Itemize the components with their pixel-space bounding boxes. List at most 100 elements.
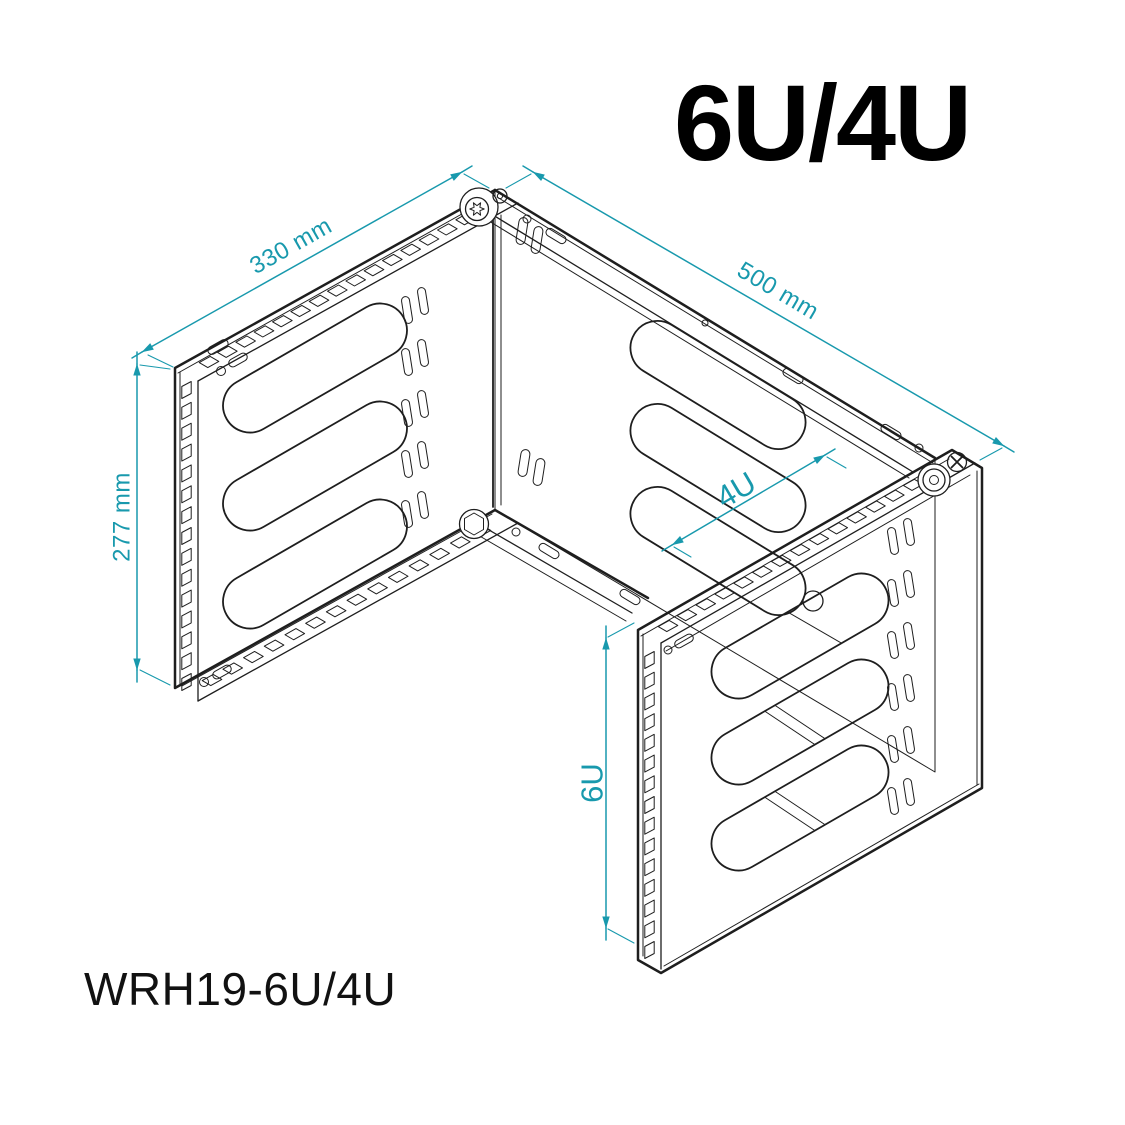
square-hole xyxy=(382,253,403,267)
square-hole xyxy=(181,422,192,441)
dimensions: 330 mm 500 mm 277 mm 4U xyxy=(109,165,1015,944)
square-hole xyxy=(644,816,655,835)
square-hole xyxy=(644,775,655,794)
square-hole xyxy=(846,511,867,524)
square-hole xyxy=(827,522,849,535)
slot-hole xyxy=(903,674,915,702)
square-hole xyxy=(284,628,306,641)
round-hole xyxy=(511,527,521,537)
square-hole xyxy=(305,616,326,629)
slot-hole xyxy=(887,683,899,711)
square-hole xyxy=(450,536,471,549)
round-hole xyxy=(199,677,209,687)
slot-hole xyxy=(401,399,413,427)
slot-hole xyxy=(887,735,899,763)
slot-hole xyxy=(903,570,915,598)
square-hole xyxy=(789,543,811,557)
phillips-screw-icon xyxy=(950,455,964,469)
slot-hole xyxy=(212,664,232,680)
square-hole xyxy=(345,274,366,287)
square-hole xyxy=(346,593,368,606)
page-title: 6U/4U xyxy=(674,62,970,183)
square-hole xyxy=(201,673,223,687)
square-hole xyxy=(644,733,655,752)
slot-hole xyxy=(903,518,915,546)
square-hole xyxy=(181,673,192,691)
square-hole xyxy=(429,547,450,561)
square-hole xyxy=(865,500,886,513)
slot-hole xyxy=(538,542,560,560)
slot-hole xyxy=(887,631,899,659)
slot-hole xyxy=(417,287,429,315)
slot-hole xyxy=(401,348,413,376)
square-hole xyxy=(644,713,655,732)
hex-bolt-icon xyxy=(464,512,484,536)
square-hole xyxy=(644,899,655,918)
square-hole xyxy=(263,639,285,652)
hinge-right xyxy=(917,451,968,497)
hinge-top xyxy=(459,187,508,227)
square-hole xyxy=(644,837,655,856)
square-hole xyxy=(644,671,655,690)
square-hole xyxy=(770,554,792,567)
square-hole xyxy=(235,335,256,348)
square-hole xyxy=(181,527,192,545)
slot-hole xyxy=(545,227,567,245)
square-hole xyxy=(644,858,655,877)
slot-hole xyxy=(401,450,413,478)
square-hole xyxy=(181,401,192,420)
slot-hole xyxy=(401,296,413,324)
square-hole xyxy=(222,662,243,675)
dimension-lower-height-label: 6U xyxy=(575,763,610,803)
slot-hole xyxy=(903,726,915,754)
square-hole xyxy=(181,443,192,462)
square-hole xyxy=(181,589,192,608)
hinge-bottom xyxy=(458,508,490,540)
slot-hole xyxy=(674,633,694,649)
left-side-panel xyxy=(173,188,519,702)
slot-hole xyxy=(903,622,915,650)
slot-hole xyxy=(417,390,429,418)
square-hole xyxy=(181,381,192,399)
square-hole xyxy=(644,692,655,711)
dimension-height-label: 277 mm xyxy=(109,472,136,562)
round-hole xyxy=(663,645,673,655)
slot-hole xyxy=(887,787,899,815)
square-hole xyxy=(644,878,655,897)
square-hole xyxy=(714,587,735,600)
square-hole xyxy=(253,325,275,338)
back-panel-holes xyxy=(511,214,924,606)
dimension-depth-label: 330 mm xyxy=(245,212,336,280)
round-hole xyxy=(522,214,532,224)
slot-hole xyxy=(228,352,248,368)
isometric-line-art xyxy=(173,187,984,975)
dimension-lower-height: 6U xyxy=(575,622,635,944)
square-hole xyxy=(408,559,430,572)
slot-hole xyxy=(417,441,429,469)
square-hole xyxy=(733,576,754,589)
square-hole xyxy=(644,796,655,814)
square-hole xyxy=(181,464,192,483)
square-hole xyxy=(290,304,311,318)
square-hole xyxy=(676,609,698,622)
square-hole xyxy=(644,651,655,669)
square-hole xyxy=(644,754,655,773)
square-hole xyxy=(325,605,347,618)
slot-hole xyxy=(417,339,429,367)
dimension-width: 500 mm xyxy=(505,165,1015,461)
square-hole xyxy=(181,506,192,525)
model-number: WRH19-6U/4U xyxy=(84,963,396,1015)
square-hole xyxy=(181,568,192,587)
square-hole xyxy=(644,920,655,939)
square-hole xyxy=(181,547,192,566)
torx-screw-icon xyxy=(469,202,485,216)
slot-hole xyxy=(887,527,899,555)
square-hole xyxy=(367,582,388,595)
dimension-height: 277 mm xyxy=(109,351,171,686)
slot-hole xyxy=(619,588,641,606)
slot-hole xyxy=(532,458,546,486)
square-hole xyxy=(181,485,192,504)
dimension-depth: 330 mm xyxy=(131,165,490,368)
